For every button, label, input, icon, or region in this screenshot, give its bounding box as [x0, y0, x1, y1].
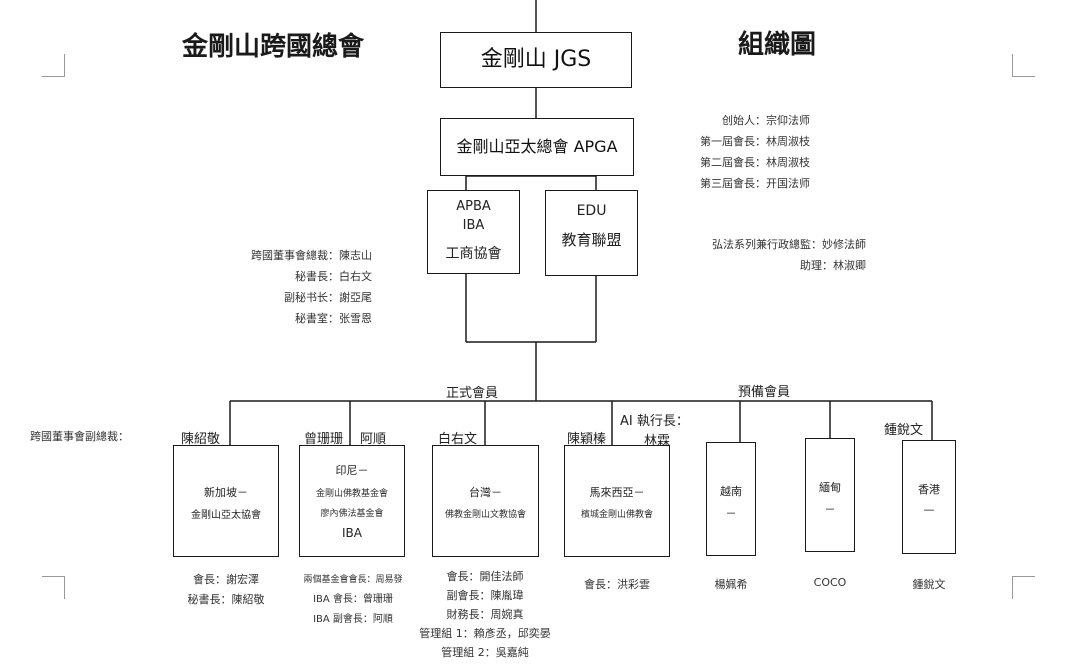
node-taiwan: 台灣－ 佛教金剛山文教協會	[432, 445, 539, 557]
node-jgs-label: 金剛山 JGS	[480, 47, 592, 72]
details-singapore: 會長：謝宏澤 秘書長：陳紹敬	[160, 570, 292, 610]
detail-line: 會長：謝宏澤	[193, 573, 259, 586]
node-indonesia-line4: IBA	[342, 526, 362, 540]
leader-singapore: 陳紹敬	[181, 432, 221, 447]
detail-line: 鍾銳文	[912, 578, 946, 591]
detail-line: 財務長：周婉真	[446, 608, 524, 621]
node-malaysia-line2: 檳城金剛山佛教會	[580, 510, 653, 520]
node-apba-line3: 工商協會	[445, 246, 502, 262]
node-apga: 金剛山亞太總會 APGA	[440, 118, 634, 176]
corner-mark	[1012, 576, 1035, 599]
leader-malaysia-ai: AI 執行長：	[620, 414, 689, 429]
vice-president-label: 跨國董事會副總裁：	[30, 430, 129, 443]
board-line: 副秘书长：謝亞尾	[284, 291, 372, 304]
node-apba: APBA IBA 工商協會	[427, 190, 520, 274]
details-indonesia: 兩個基金會會長：周易發 IBA 會長：曾珊珊 IBA 副會長：阿順	[290, 570, 416, 630]
node-edu-line1: EDU	[576, 203, 607, 219]
detail-line: 副會長：陳胤瑋	[446, 589, 524, 602]
leader-hongkong: 鍾銳文	[884, 423, 924, 438]
node-vietnam: 越南 －	[706, 442, 756, 556]
node-hongkong-line1: 香港	[918, 483, 940, 496]
node-indonesia-line2: 金剛山佛教基金會	[315, 489, 388, 499]
node-apba-line1: APBA	[456, 199, 491, 214]
detail-line: 管理組 1：賴彥丞，邱奕晏	[419, 627, 551, 640]
node-indonesia: 印尼－ 金剛山佛教基金會 廖內佛法基金會 IBA	[299, 445, 405, 557]
node-hongkong: 香港 —	[902, 440, 956, 554]
board-line: 跨國董事會總裁：陳志山	[251, 249, 372, 262]
details-taiwan: 會長：開佳法師 副會長：陳胤瑋 財務長：周婉真 管理組 1：賴彥丞，邱奕晏 管理…	[405, 567, 565, 662]
node-myanmar: 緬甸 －	[805, 438, 855, 552]
node-apba-line2: IBA	[462, 218, 485, 233]
leader-indonesia: 曾珊珊	[304, 432, 344, 447]
formal-members-label: 正式會員	[446, 386, 499, 401]
founder-line: 第二屆會長：林周淑枝	[700, 156, 810, 169]
node-apga-label: 金剛山亞太總會 APGA	[456, 137, 618, 156]
leader-indonesia-2: 阿順	[360, 432, 387, 447]
detail-line: IBA 副會長：阿順	[313, 614, 393, 625]
board-line: 秘書長：白右文	[295, 270, 372, 283]
node-hongkong-line2: —	[923, 503, 935, 516]
node-singapore-line1: 新加坡－	[204, 486, 248, 499]
node-myanmar-line1: 緬甸	[819, 481, 841, 494]
chart-title: 組織圖	[738, 30, 817, 60]
detail-line: 會長：開佳法師	[446, 570, 524, 583]
node-vietnam-line2: －	[725, 507, 737, 520]
details-myanmar: COCO	[800, 576, 860, 589]
details-vietnam: 楊姵希	[700, 576, 762, 592]
node-jgs: 金剛山 JGS	[440, 32, 632, 88]
founder-line: 创始人：宗仰法师	[722, 114, 810, 127]
node-indonesia-line3: 廖內佛法基金會	[320, 509, 384, 519]
node-singapore-line2: 金剛山亞太協會	[191, 510, 261, 521]
dharma-supervisor: 弘法系列兼行政總監：妙修法師	[712, 238, 866, 251]
detail-line: 管理組 2：吳嘉純	[441, 646, 529, 659]
dharma-assistant: 助理：林淑卿	[800, 259, 866, 272]
node-vietnam-line1: 越南	[720, 485, 742, 498]
node-indonesia-line1: 印尼－	[335, 464, 369, 477]
page-title: 金剛山跨國總會	[182, 32, 365, 62]
node-singapore: 新加坡－ 金剛山亞太協會	[173, 445, 279, 557]
prep-members-label: 預備會員	[738, 385, 791, 400]
board-line: 秘書室：张雪恩	[295, 312, 372, 325]
detail-line: 兩個基金會會長：周易發	[303, 575, 403, 585]
details-malaysia: 會長：洪彩雲	[567, 576, 667, 592]
node-myanmar-line2: －	[824, 503, 836, 516]
board-list: 跨國董事會總裁：陳志山 秘書長：白右文 副秘书长：謝亞尾 秘書室：张雪恩	[180, 245, 372, 329]
leader-taiwan: 白右文	[438, 432, 478, 447]
dharma-staff: 弘法系列兼行政總監：妙修法師 助理：林淑卿	[620, 234, 866, 276]
detail-line: 楊姵希	[714, 578, 748, 591]
founder-line: 第一屆會長：林周淑枝	[700, 135, 810, 148]
founder-line: 第三屆會長：开国法师	[700, 177, 810, 190]
founders-list: 创始人：宗仰法师 第一屆會長：林周淑枝 第二屆會長：林周淑枝 第三屆會長：开国法…	[640, 110, 810, 194]
detail-line: 秘書長：陳紹敬	[187, 593, 265, 606]
node-malaysia-line1: 馬來西亞－	[589, 486, 645, 499]
node-edu-line2: 教育聯盟	[561, 231, 622, 249]
corner-mark	[42, 576, 65, 599]
node-taiwan-line1: 台灣－	[469, 486, 502, 499]
corner-mark	[42, 54, 65, 77]
corner-mark	[1012, 54, 1035, 77]
node-malaysia: 馬來西亞－ 檳城金剛山佛教會	[564, 445, 670, 557]
detail-line: IBA 會長：曾珊珊	[313, 594, 393, 605]
detail-line: 會長：洪彩雲	[584, 578, 650, 591]
leader-malaysia: 陳穎榛	[567, 432, 607, 447]
detail-line: COCO	[813, 576, 847, 589]
details-hongkong: 鍾銳文	[896, 576, 962, 592]
node-edu: EDU 教育聯盟	[545, 190, 638, 276]
node-taiwan-line2: 佛教金剛山文教協會	[444, 510, 526, 520]
